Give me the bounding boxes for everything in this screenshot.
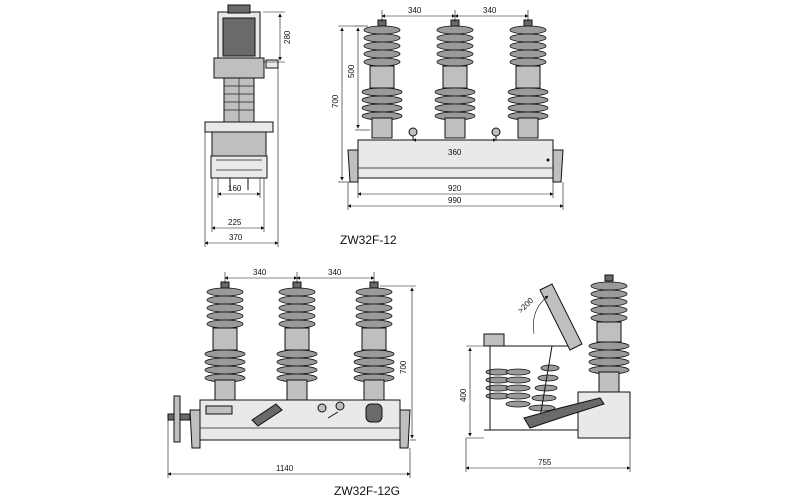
- zw32f12-side-view: 280 160 225 370: [204, 4, 292, 247]
- dim-340-right: 340: [483, 6, 497, 15]
- dim-370: 370: [229, 233, 243, 242]
- g-dim-755: 755: [538, 458, 552, 467]
- dim-500: 500: [347, 64, 356, 78]
- model-label-zw32f12: ZW32F-12: [340, 233, 397, 247]
- g-dim-1140: 1140: [276, 464, 294, 473]
- dim-920: 920: [448, 184, 462, 193]
- dim-700: 700: [331, 94, 340, 108]
- zw32f12g-front-view: 340 340 700 1140: [167, 268, 416, 478]
- dim-340-left: 340: [408, 6, 422, 15]
- g-bushing-middle: [276, 281, 318, 401]
- zw32f12g-side-view: >200 400 755: [459, 274, 631, 472]
- bushing-right: [507, 19, 549, 139]
- g-dim-angle: >200: [516, 296, 535, 315]
- front-tank: [357, 139, 554, 179]
- g-dim-400: 400: [459, 388, 468, 402]
- g-dim-340-right: 340: [328, 268, 342, 277]
- g-bushing-right: [353, 281, 395, 401]
- dim-225: 225: [228, 218, 242, 227]
- dim-360: 360: [448, 148, 462, 157]
- g-dim-700: 700: [399, 360, 408, 374]
- dim-990: 990: [448, 196, 462, 205]
- bushing-left: [361, 19, 403, 139]
- model-label-zw32f12g: ZW32F-12G: [334, 484, 400, 498]
- dim-160: 160: [228, 184, 242, 193]
- zw32f12-front-view: 340 340 500 700 360 920 990: [331, 6, 564, 210]
- g-bushing-left: [204, 281, 246, 401]
- dim-280: 280: [283, 30, 292, 44]
- g-dim-340-left: 340: [253, 268, 267, 277]
- bushing-middle: [434, 19, 476, 139]
